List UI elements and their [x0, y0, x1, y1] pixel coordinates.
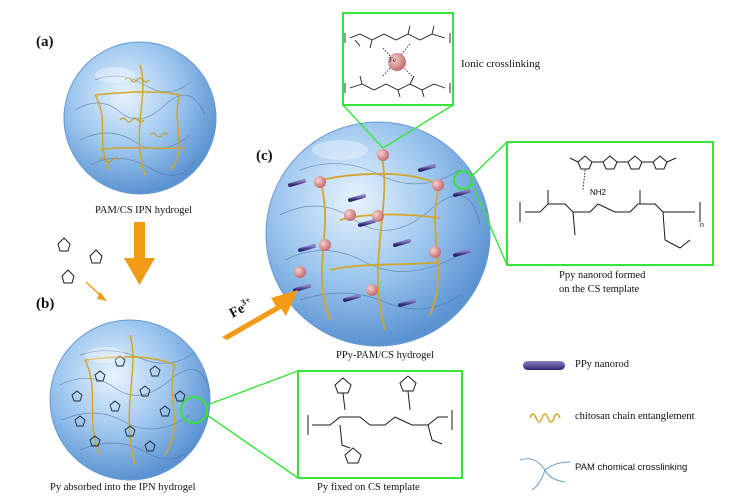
legend-chitosan-label: chitosan chain entanglement: [575, 411, 695, 422]
legend-ppy-label: PPy nanorod: [575, 359, 629, 370]
panel-b-label: (b): [36, 296, 55, 312]
legend-pam-label: PAM chomical crosslinking: [575, 462, 688, 473]
sphere-c: [265, 121, 491, 347]
legend-ppy-rod: [523, 361, 565, 370]
arrow-down: [124, 222, 155, 285]
inset-ppy-nanorod-structure: [506, 141, 714, 266]
panel-c-label: (c): [256, 148, 273, 164]
nanorod-caption-line1: Ppy nanorod formed: [559, 270, 646, 281]
pyrrole-molecules: [57, 237, 103, 284]
caption-b: Py absorbed into the IPN hydrogel: [50, 482, 196, 493]
legend-chitosan-coil: [529, 413, 561, 423]
ionic-crosslinking-title: Ionic crosslinking: [461, 58, 541, 70]
repeat-n-label: n: [700, 222, 704, 229]
inset-ionic-crosslinking: [342, 12, 454, 106]
arrow-small: [85, 281, 107, 301]
arrow-diagonal: [222, 290, 298, 340]
sphere-b: [49, 319, 211, 481]
fe-ion-label: Fe: [389, 56, 396, 64]
panel-a-label: (a): [36, 34, 54, 50]
nh2-label: NH2: [590, 188, 607, 197]
nanorod-caption-line2: on the CS template: [559, 284, 640, 295]
inset-py-fixed: [297, 370, 463, 479]
caption-c: PPy-PAM/CS hydrogel: [336, 350, 434, 361]
py-fixed-caption: Py fixed on CS template: [317, 482, 420, 493]
sphere-a: [63, 41, 217, 195]
caption-a: PAM/CS IPN hydrogel: [95, 205, 193, 216]
legend-pam-mesh: [519, 458, 571, 491]
inset-connectors: [206, 104, 508, 479]
